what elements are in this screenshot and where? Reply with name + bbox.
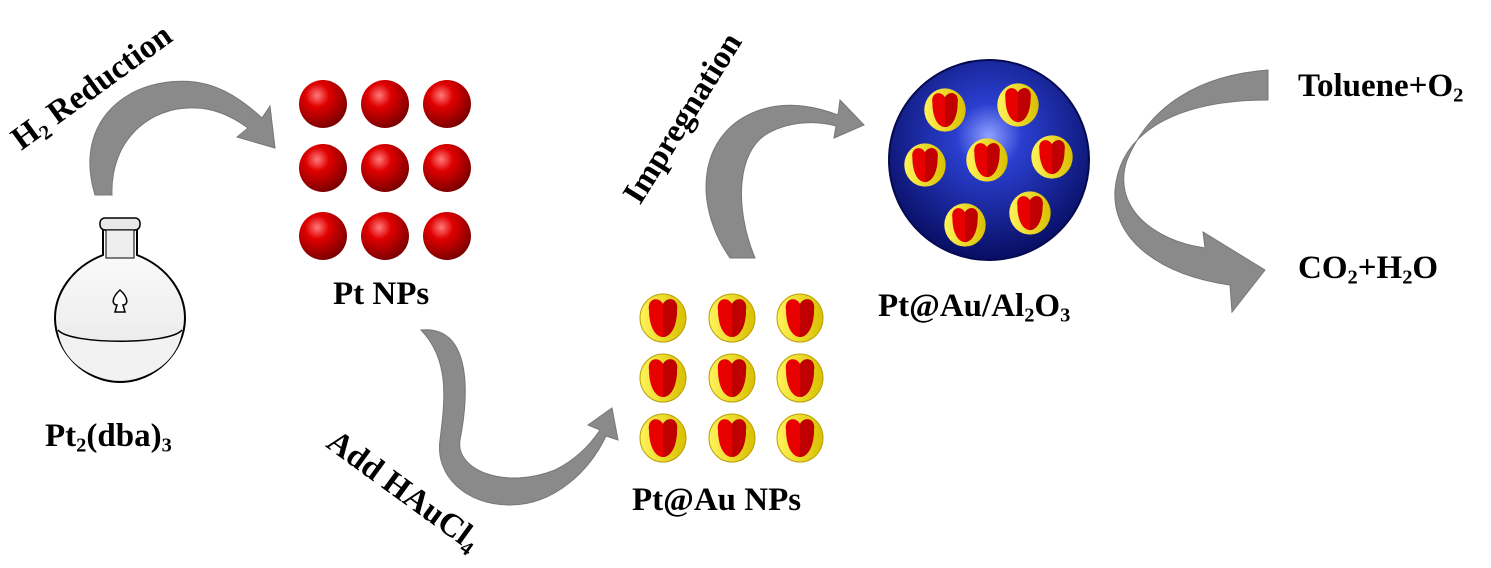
pt-nanoparticle [299,144,347,192]
ptau-nanoparticle-grid [639,293,824,463]
supported-ptau-particle [997,83,1039,127]
products-label: CO2+H2O [1298,250,1439,289]
flask-icon [53,217,187,384]
pt-nps-label: Pt NPs [333,276,430,312]
ptau-nanoparticle [639,353,687,403]
pt-nanoparticle-grid [299,80,471,260]
supported-ptau-particle [966,138,1008,182]
pt-nanoparticle [423,144,471,192]
supported-ptau-particle [1031,135,1073,179]
supported-ptau-particle [944,203,986,247]
supported-ptau-particle [1009,191,1051,235]
ptau-nanoparticle [708,353,756,403]
supported-ptau-particle [924,88,966,132]
pt-nanoparticle [423,212,471,260]
pt-nanoparticle [361,212,409,260]
arrow-h2-reduction [89,80,276,196]
ptau-nanoparticle [708,413,756,463]
precursor-label: Pt2(dba)3 [45,418,172,457]
ptau-nps-label: Pt@Au NPs [632,482,802,518]
catalyst-label: Pt@Au/Al2O3 [878,288,1071,327]
ptau-nanoparticle [639,413,687,463]
pt-nanoparticle [299,80,347,128]
ptau-nanoparticle [639,293,687,343]
alumina-support [888,59,1090,261]
supported-ptau-particle [904,143,946,187]
pt-nanoparticle [361,144,409,192]
pt-nanoparticle [299,212,347,260]
pt-nanoparticle [423,80,471,128]
reactants-label: Toluene+O2 [1298,68,1464,107]
arrow-oxidation [1114,69,1269,314]
pt-nanoparticle [361,80,409,128]
arrow-add-haucl4 [419,329,619,506]
arrow-impregnation [705,98,865,259]
ptau-nanoparticle [776,293,824,343]
ptau-nanoparticle [708,293,756,343]
ptau-nanoparticle [776,353,824,403]
ptau-nanoparticle [776,413,824,463]
